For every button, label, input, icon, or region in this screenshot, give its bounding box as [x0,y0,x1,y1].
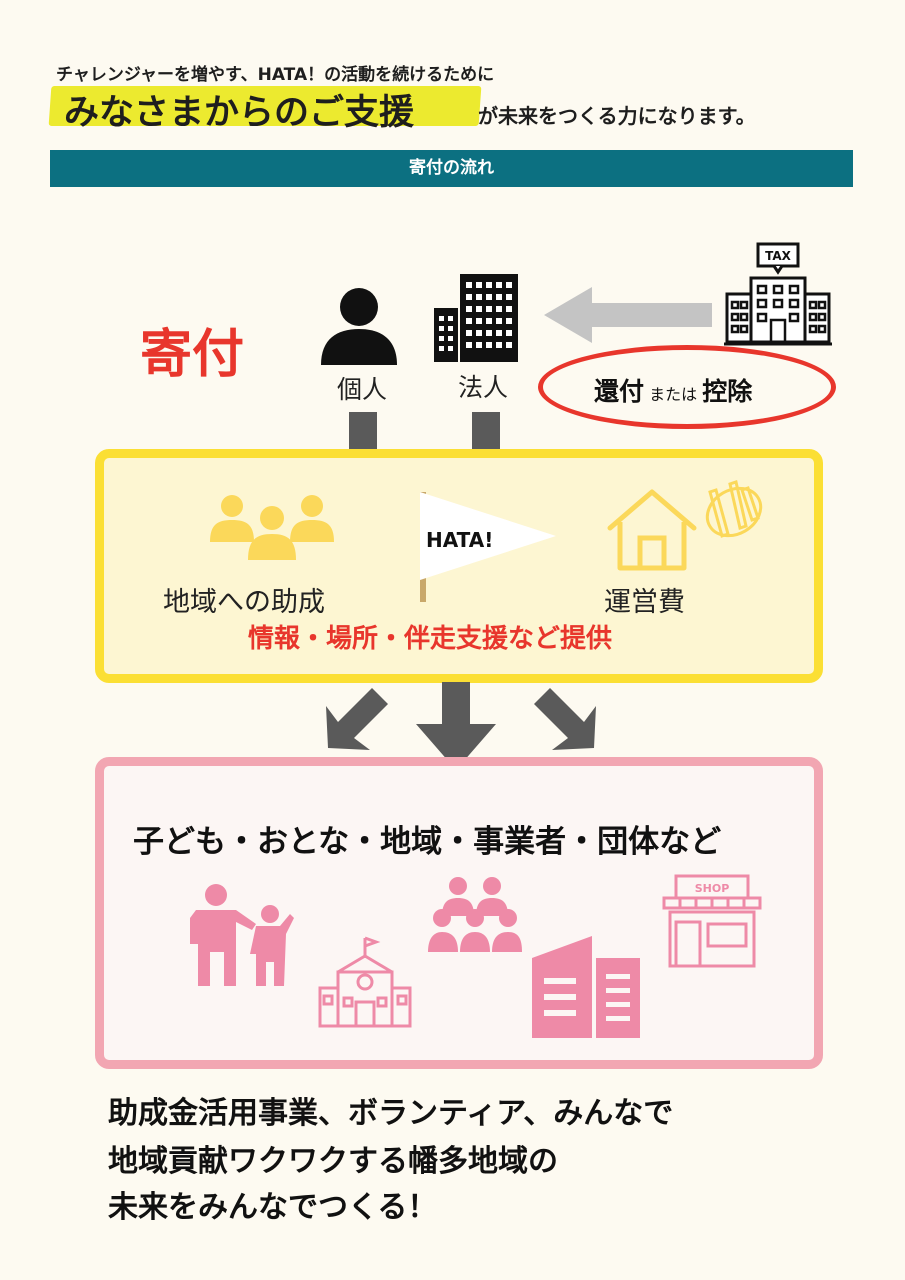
shop-icon: SHOP [662,874,762,968]
refund-arrow-icon [544,287,712,343]
donation-label: 寄付 [140,325,245,385]
support-provided-line: 情報・場所・伴走支援など提供 [248,624,613,654]
shop-sign-text: SHOP [695,882,730,895]
house-icon [607,489,697,571]
group-icon [428,877,522,952]
closing-line-2: 地域貢献ワクワクする幡多地域の [108,1144,558,1179]
closing-line-3: 未来をみんなでつくる！ [108,1190,438,1225]
refund-or-deduction: 還付 または 控除 [594,372,752,408]
person-icon [321,288,397,365]
refund-label: 還付 [594,377,645,406]
refund-highlight-ring [538,345,836,429]
right-diagonal-arrow-icon [534,688,596,750]
closing-line-1: 助成金活用事業、ボランティア、みんなで [108,1096,674,1131]
or-label: または [649,385,698,404]
beneficiaries-label: 子ども・おとな・地域・事業者・団体など [133,824,722,860]
hata-flag-text: HATA! [426,528,494,552]
stationery-icon [705,480,763,538]
community-people-icon [210,495,334,560]
left-diagonal-arrow-icon [326,688,388,750]
hata-flag-icon [420,492,556,602]
intro-line: チャレンジャーを増やす、HATA！の活動を続けるために [56,65,495,85]
corporation-label: 法人 [458,373,509,402]
parent-and-child-icon [190,884,294,986]
tax-office-icon: TAX [724,242,832,346]
office-building-icon [434,274,518,362]
grants-label: 地域への助成 [163,587,325,618]
headline-rest: が未来をつくる力になります。 [478,104,756,128]
operating-costs-label: 運営費 [604,587,685,618]
section-title-bar: 寄付の流れ [50,150,853,187]
headline-emphasis: みなさまからのご支援 [64,93,415,133]
center-down-arrow-icon [416,682,496,770]
individual-label: 個人 [337,375,388,404]
tax-sign-text: TAX [765,249,792,263]
business-building-icon [532,936,640,1038]
school-icon [318,936,412,1028]
deduction-label: 控除 [702,377,753,406]
